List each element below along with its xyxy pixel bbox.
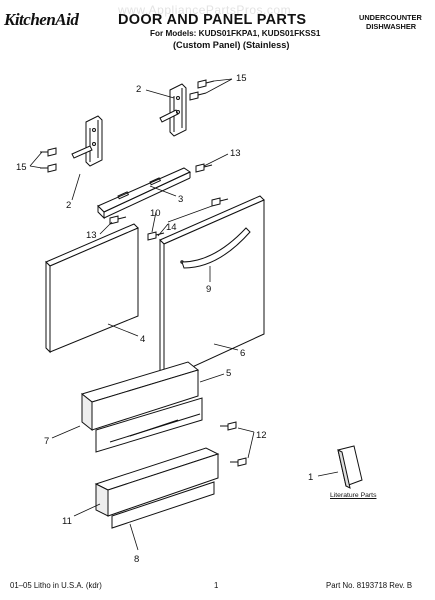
- callout-3: 3: [178, 194, 183, 205]
- callout-8: 8: [134, 554, 139, 565]
- model-variant: (Custom Panel) (Stainless): [173, 40, 290, 50]
- leader-lines: [29, 78, 339, 551]
- footer-part-number: Part No. 8193718 Rev. B: [326, 581, 413, 590]
- screw-13-left: [109, 215, 127, 225]
- callout-7: 7: [44, 436, 49, 447]
- callout-5: 5: [226, 368, 231, 379]
- kick-panel-lower: [94, 447, 220, 529]
- hinge-bracket-left: [71, 115, 103, 167]
- screw-group-upper-right: [189, 79, 215, 101]
- brand-logo: KitchenAid: [4, 10, 79, 29]
- page-title: DOOR AND PANEL PARTS: [118, 12, 307, 28]
- callout-labels: 15 2 15 2 13 3 10 14 13 4 9 6 5 7 12 1 1…: [16, 73, 313, 565]
- callout-11: 11: [62, 516, 72, 527]
- custom-door-panel: [45, 223, 139, 354]
- callout-2-left: 2: [66, 200, 71, 211]
- callout-15-left: 15: [16, 162, 27, 173]
- callout-12: 12: [256, 430, 267, 441]
- hinge-bracket-right: [159, 83, 187, 137]
- callout-13-left: 13: [86, 230, 97, 241]
- door-handle: [181, 227, 251, 269]
- product-type-line1: UNDERCOUNTER: [359, 13, 422, 22]
- callout-4: 4: [140, 334, 145, 345]
- callout-6: 6: [240, 348, 245, 359]
- callout-9: 9: [206, 284, 211, 295]
- callout-1: 1: [308, 472, 313, 483]
- product-type-line2: DISHWASHER: [366, 22, 417, 31]
- callout-13-upper: 13: [230, 148, 241, 159]
- callout-14: 14: [166, 222, 177, 233]
- screw-13-upper: [195, 163, 213, 173]
- callout-15-upper: 15: [236, 73, 247, 84]
- toe-panel-upper: [80, 361, 203, 453]
- screw-group-left: [40, 147, 57, 173]
- literature-booklet: [337, 445, 363, 489]
- footer-page-number: 1: [214, 581, 219, 590]
- callout-10: 10: [150, 208, 161, 219]
- screw-group-12: [220, 421, 247, 467]
- model-list: For Models: KUDS01FKPA1, KUDS01FKSS1: [150, 29, 321, 38]
- literature-parts-label: Literature Parts: [330, 492, 377, 499]
- watermark: www.AppliancePartsPros.com: [118, 3, 292, 17]
- hinge-rail: [97, 167, 192, 220]
- callout-2-upper: 2: [136, 84, 141, 95]
- stainless-door-panel: [159, 195, 265, 382]
- footer-print-info: 01–05 Litho in U.S.A. (kdr): [10, 581, 102, 590]
